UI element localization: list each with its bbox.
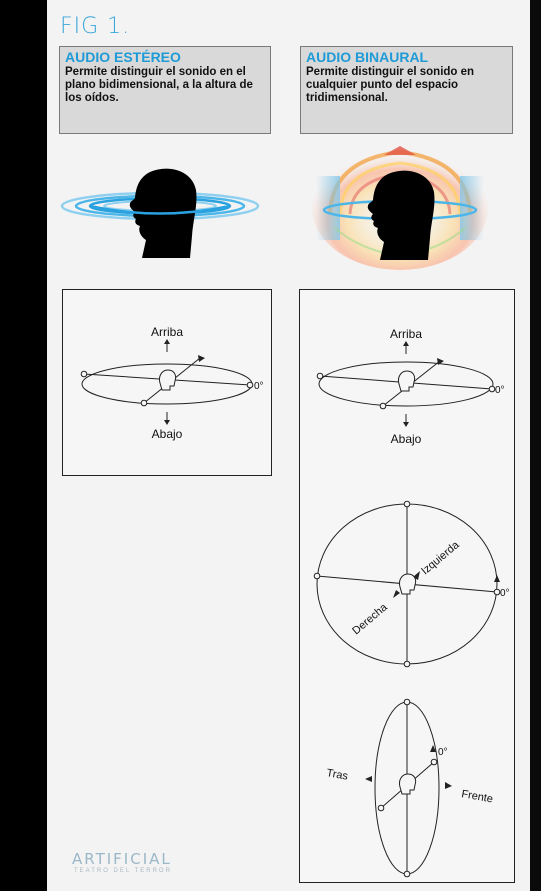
binaural-down-label: Abajo <box>391 432 422 446</box>
binaural-up-label: Arriba <box>390 327 422 341</box>
stereo-down-label: Abajo <box>152 427 183 441</box>
binaural-zero-label: 0° <box>495 385 505 396</box>
binaural-back-label: Tras <box>325 767 349 783</box>
binaural-left-label: Izquierda <box>419 538 462 577</box>
logo-tagline: TEATRO DEL TERROR <box>74 868 172 874</box>
logo-name: ARTIFICIAL <box>72 850 172 868</box>
binaural-front-label: Frente <box>460 788 493 805</box>
artificial-logo: ARTIFICIAL TEATRO DEL TERROR <box>72 850 172 874</box>
binaural-sagittal-head-icon <box>399 774 415 794</box>
binaural-horizontal-head-icon <box>398 371 414 391</box>
binaural-sagittal-zero-label: 0° <box>438 747 448 758</box>
binaural-frontal-zero-label: 0° <box>500 588 510 599</box>
binaural-right-label: Derecha <box>350 601 390 637</box>
stereo-head-icon <box>159 370 175 390</box>
stereo-up-label: Arriba <box>151 325 183 339</box>
binaural-frontal-head-icon <box>399 574 415 594</box>
stereo-zero-label: 0° <box>254 381 264 392</box>
